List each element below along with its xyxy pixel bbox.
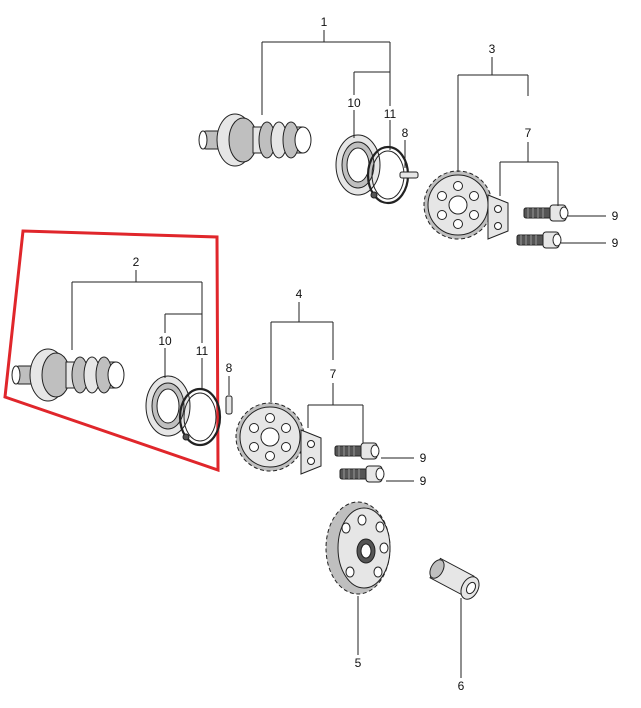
- callout-5: 5: [355, 656, 362, 670]
- bolt-part-9-c[interactable]: [334, 442, 380, 460]
- plate-part-7-middle[interactable]: [300, 429, 322, 475]
- callout-7-middle: 7: [330, 367, 337, 381]
- leaders-assembly-2: [71, 270, 203, 390]
- callout-8-top: 8: [402, 126, 409, 140]
- callout-9-b: 9: [612, 236, 619, 250]
- crankshaft-assembly-2[interactable]: [11, 348, 222, 447]
- highlight-frame: [3, 229, 220, 473]
- callout-1: 1: [321, 15, 328, 29]
- callout-3: 3: [489, 42, 496, 56]
- pin-part-8-top[interactable]: [399, 171, 419, 179]
- pin-part-8-middle[interactable]: [225, 395, 233, 415]
- sleeve-part-6[interactable]: [427, 557, 483, 602]
- bolt-part-9-a[interactable]: [523, 204, 569, 222]
- gear-part-4[interactable]: [235, 402, 305, 472]
- crankshaft-assembly-1[interactable]: [198, 113, 410, 205]
- callout-10-middle: 10: [158, 334, 172, 348]
- callout-4: 4: [296, 287, 303, 301]
- callout-6: 6: [458, 679, 465, 693]
- callout-9-c: 9: [420, 451, 427, 465]
- leaders-assembly-3: [457, 57, 606, 244]
- callout-11-top: 11: [384, 107, 397, 121]
- double-gear-part-5[interactable]: [325, 501, 391, 595]
- bolt-part-9-b[interactable]: [516, 231, 562, 249]
- leaders-assembly-4: [270, 302, 414, 482]
- leaders-assembly-1: [261, 30, 406, 168]
- callout-9-d: 9: [420, 474, 427, 488]
- callout-8-middle: 8: [226, 361, 233, 375]
- callout-11-middle: 11: [196, 344, 209, 358]
- callout-9-a: 9: [612, 209, 619, 223]
- gear-part-3[interactable]: [423, 170, 493, 240]
- bolt-part-9-d[interactable]: [339, 465, 385, 483]
- callout-2: 2: [133, 255, 140, 269]
- callout-10-top: 10: [347, 96, 361, 110]
- callout-7-top: 7: [525, 126, 532, 140]
- plate-part-7-top[interactable]: [487, 194, 509, 240]
